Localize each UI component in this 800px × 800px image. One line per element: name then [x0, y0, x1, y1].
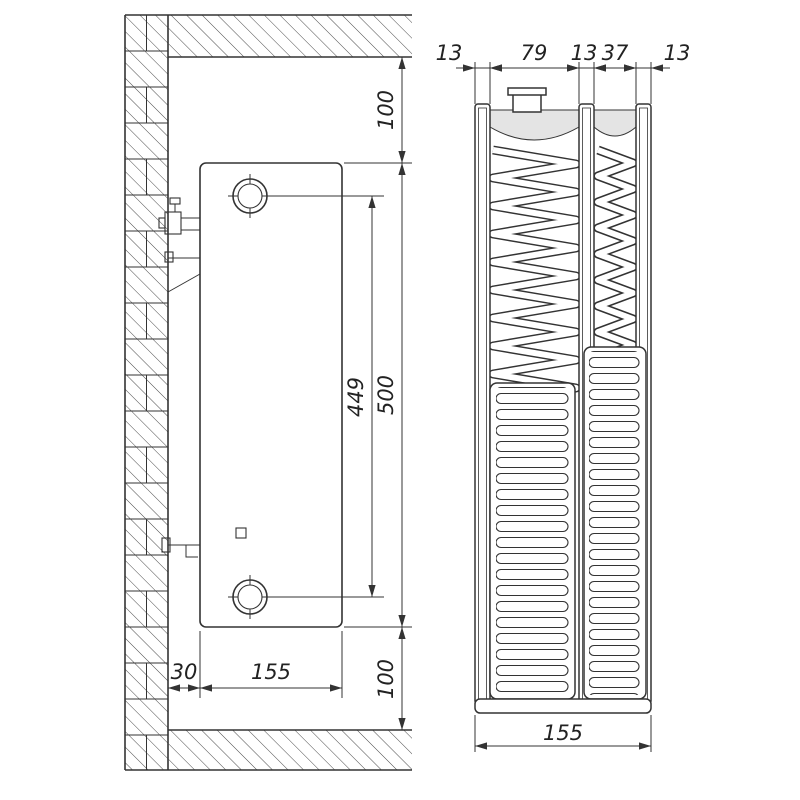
dim-bay2: 37 — [602, 41, 629, 65]
convector-fins-right — [593, 145, 638, 376]
section-view-dimensions: 13 79 13 37 13 155 — [436, 41, 691, 752]
dim-height: 500 — [374, 375, 398, 415]
dim-bay1: 79 — [521, 41, 548, 65]
dim-top-offset: 100 — [374, 90, 398, 130]
radiator-inlet-top — [228, 174, 272, 218]
front-grille-right — [583, 346, 647, 700]
dim-panel2: 13 — [571, 41, 598, 65]
dim-wall-gap: 30 — [171, 660, 198, 684]
side-view-dimensions: 100 500 449 100 30 155 — [168, 57, 412, 730]
radiator-side-view — [158, 162, 343, 628]
panel-left — [474, 103, 491, 705]
brick-wall — [124, 15, 169, 770]
convector-fins-left — [488, 145, 581, 407]
front-grille-left — [489, 382, 576, 700]
dim-panel1: 13 — [436, 41, 463, 65]
vent-plug — [235, 527, 247, 539]
dim-pipe-spacing: 449 — [344, 377, 368, 417]
mounting-bracket-bottom — [161, 537, 200, 558]
floor — [125, 729, 412, 771]
dim-overall-depth: 155 — [543, 721, 583, 745]
dim-panel3: 13 — [664, 41, 691, 65]
bottom-rail — [474, 698, 652, 714]
radiator-cross-section — [474, 87, 652, 714]
dim-depth: 155 — [251, 660, 291, 684]
radiator-outlet-bottom — [228, 575, 272, 619]
top-header — [474, 109, 652, 141]
dim-bottom-offset: 100 — [374, 659, 398, 699]
ceiling — [125, 14, 412, 58]
mounting-bracket-top — [158, 197, 201, 293]
pipe-stub — [507, 87, 547, 113]
